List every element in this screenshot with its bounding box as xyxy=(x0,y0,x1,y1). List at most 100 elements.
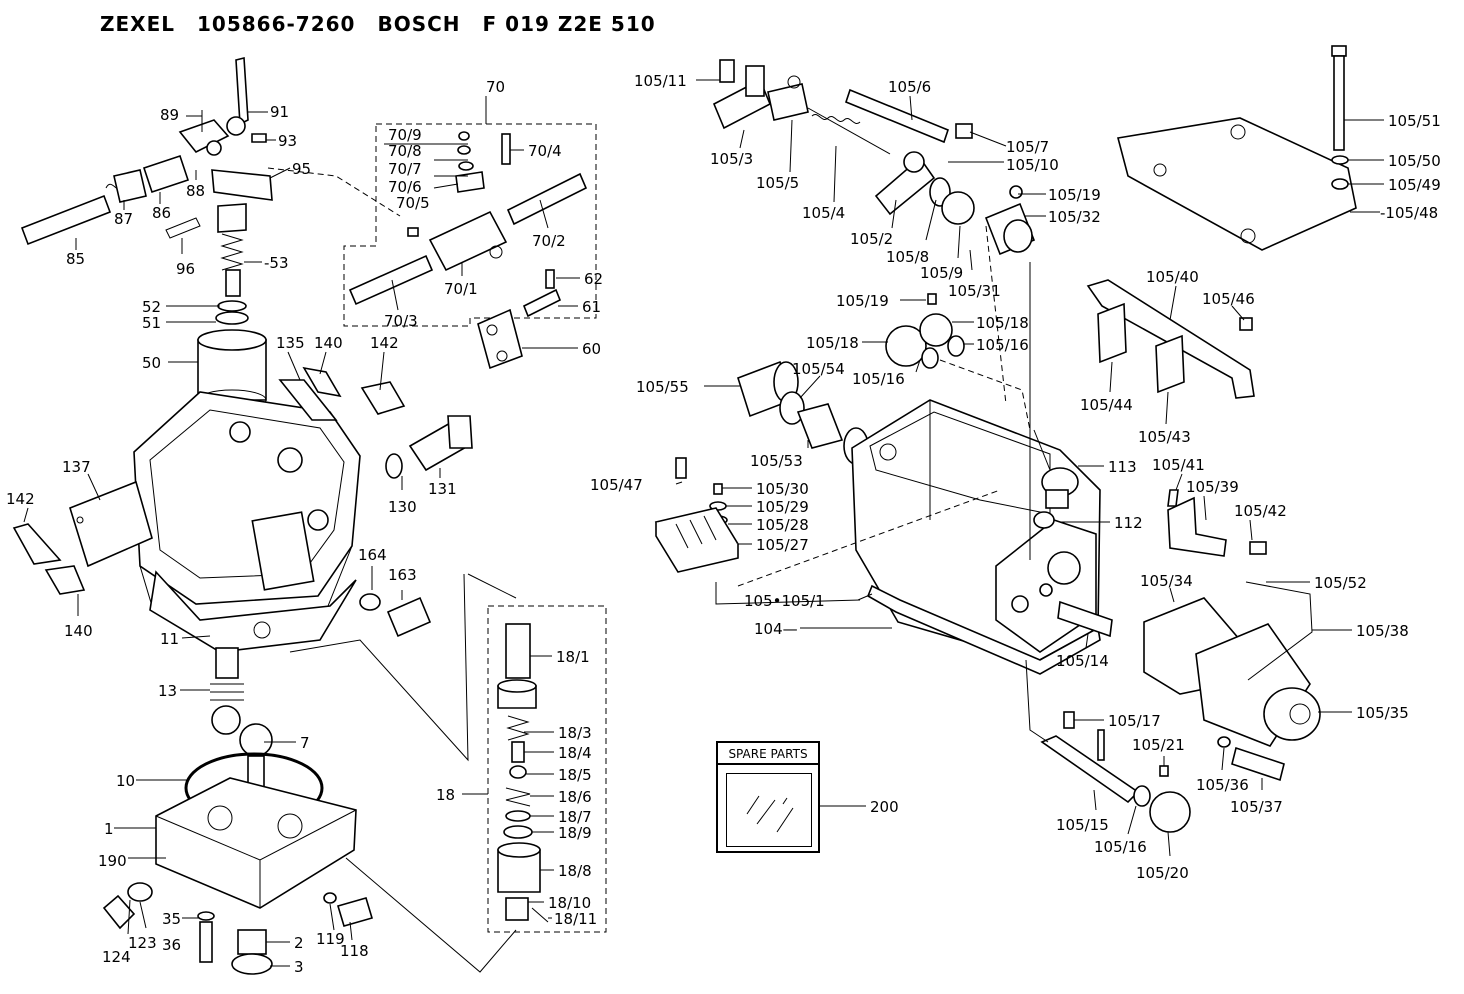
pump-base-group xyxy=(102,647,373,975)
callout-105-3: 105/3 xyxy=(710,150,753,168)
callout-60: 60 xyxy=(582,340,601,358)
callout-105-41: 105/41 xyxy=(1152,456,1205,474)
callout-89: 89 xyxy=(160,106,179,124)
callout-105-8: 105/8 xyxy=(886,248,929,266)
cover-plate-105-48 xyxy=(1117,45,1357,251)
callout-18-10: 18/10 xyxy=(548,894,591,912)
gear-group xyxy=(885,293,965,369)
callout-13: 13 xyxy=(158,682,177,700)
callout-105-10: 105/10 xyxy=(1006,156,1059,174)
linkage-group-70 xyxy=(343,96,597,327)
callout-137: 137 xyxy=(62,458,91,476)
callout-18-1: 18/1 xyxy=(556,648,590,666)
callout-105-54: 105/54 xyxy=(792,360,845,378)
callout-18-4: 18/4 xyxy=(558,744,592,762)
callout-105-20: 105/20 xyxy=(1136,864,1189,882)
callout-105-40: 105/40 xyxy=(1146,268,1199,286)
callout-105-5: 105/5 xyxy=(756,174,799,192)
callout-105-30: 105/30 xyxy=(756,480,809,498)
callout-88: 88 xyxy=(186,182,205,200)
callout-95: 95 xyxy=(292,160,311,178)
callout-123: 123 xyxy=(128,934,157,952)
callout-105-42: 105/42 xyxy=(1234,502,1287,520)
callout-135: 135 xyxy=(276,334,305,352)
callout-105-55: 105/55 xyxy=(636,378,689,396)
callout-105-49: 105/49 xyxy=(1388,176,1441,194)
callout-131: 131 xyxy=(428,480,457,498)
callout-86: 86 xyxy=(152,204,171,222)
callout-105-19-mid: 105/19 xyxy=(836,292,889,310)
callout-105-2: 105/2 xyxy=(850,230,893,248)
callout-70: 70 xyxy=(486,78,505,96)
callout-105-11: 105/11 xyxy=(634,72,687,90)
callout-163: 163 xyxy=(388,566,417,584)
callout-85: 85 xyxy=(66,250,85,268)
callout-130: 130 xyxy=(388,498,417,516)
callout-124: 124 xyxy=(102,948,131,966)
callout-164: 164 xyxy=(358,546,387,564)
callout-18-5: 18/5 xyxy=(558,766,592,784)
callout-70-8: 70/8 xyxy=(388,142,422,160)
callout-91: 91 xyxy=(270,103,289,121)
callout-18-7: 18/7 xyxy=(558,808,592,826)
callout-11: 11 xyxy=(160,630,179,648)
callout-2: 2 xyxy=(294,934,304,952)
top-lever-group xyxy=(712,59,1036,256)
link-60-group xyxy=(477,269,562,370)
callout-87: 87 xyxy=(114,210,133,228)
callout-18-9: 18/9 xyxy=(558,824,592,842)
callout-105-46: 105/46 xyxy=(1202,290,1255,308)
callout-61: 61 xyxy=(582,298,601,316)
callout-70-5: 70/5 xyxy=(396,194,430,212)
callout-105-7: 105/7 xyxy=(1006,138,1049,156)
callout-105-16-right: 105/16 xyxy=(976,336,1029,354)
callout-105-53: 105/53 xyxy=(750,452,803,470)
callout-105-16-left: 105/16 xyxy=(852,370,905,388)
valve-group-18 xyxy=(487,605,607,933)
callout-105-14: 105/14 xyxy=(1056,652,1109,670)
callout-70-7: 70/7 xyxy=(388,160,422,178)
callout-10: 10 xyxy=(116,772,135,790)
callout-105-43: 105/43 xyxy=(1138,428,1191,446)
left-guide-lines xyxy=(267,167,517,973)
maker-label: ZEXEL xyxy=(100,12,175,36)
callout-96: 96 xyxy=(176,260,195,278)
callout-105-47: 105/47 xyxy=(590,476,643,494)
callout-105-15: 105/15 xyxy=(1056,816,1109,834)
callout-1: 1 xyxy=(104,820,114,838)
motor-group xyxy=(1143,489,1321,782)
callout-105-21: 105/21 xyxy=(1132,736,1185,754)
callout-140-top: 140 xyxy=(314,334,343,352)
callout-105-31: 105/31 xyxy=(948,282,1001,300)
leader-lines xyxy=(23,79,1384,967)
callout-51: 51 xyxy=(142,314,161,332)
callout-105-35: 105/35 xyxy=(1356,704,1409,722)
callout-70-4: 70/4 xyxy=(528,142,562,160)
callout-105-28: 105/28 xyxy=(756,516,809,534)
shaft-105-15-group xyxy=(1040,711,1191,833)
callout-105-51: 105/51 xyxy=(1388,112,1441,130)
terminal-block-group xyxy=(654,457,740,573)
callout-105-105-1: 105•105/1 xyxy=(744,592,825,610)
callout-105-36: 105/36 xyxy=(1196,776,1249,794)
callout-105-44: 105/44 xyxy=(1080,396,1133,414)
spare-parts-title: SPARE PARTS xyxy=(718,743,818,765)
callout-119: 119 xyxy=(316,930,345,948)
callout-105-27: 105/27 xyxy=(756,536,809,554)
callout-105-17: 105/17 xyxy=(1108,712,1161,730)
callout-18-6: 18/6 xyxy=(558,788,592,806)
callout-50: 50 xyxy=(142,354,161,372)
callout-93: 93 xyxy=(278,132,297,150)
callout-labels: 91 89 93 95 88 87 86 85 96 -53 52 51 50 … xyxy=(6,72,1441,976)
bracket-105-40 xyxy=(1086,279,1255,399)
callout-140-left: 140 xyxy=(64,622,93,640)
callout-105-32: 105/32 xyxy=(1048,208,1101,226)
spare-parts-box: SPARE PARTS xyxy=(716,741,820,853)
callout-52: 52 xyxy=(142,298,161,316)
callout-105-18-right: 105/18 xyxy=(976,314,1029,332)
main-housing-105 xyxy=(851,399,1113,675)
callout-105-6: 105/6 xyxy=(888,78,931,96)
callout-190: 190 xyxy=(98,852,127,870)
coupling-group xyxy=(737,360,869,465)
